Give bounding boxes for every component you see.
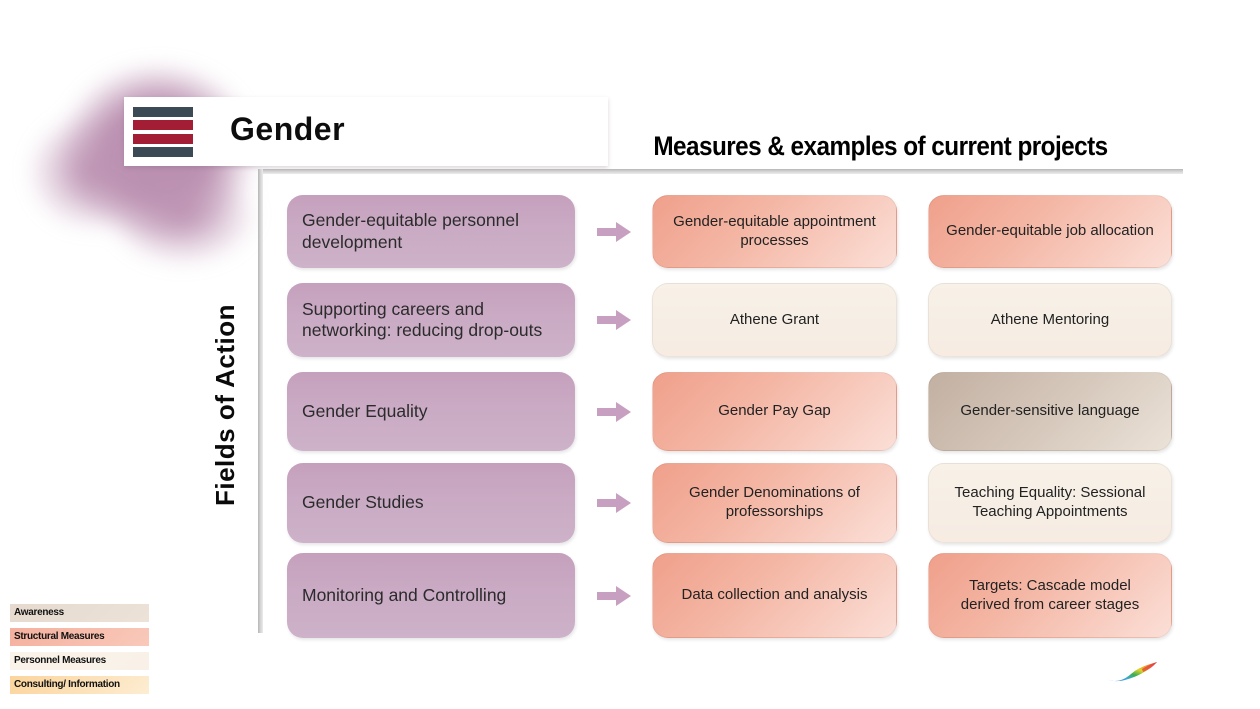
field-box: Gender Equality bbox=[287, 372, 575, 451]
logo-stripe bbox=[133, 146, 193, 157]
field-box: Gender-equitable personnel development bbox=[287, 195, 575, 268]
example-box: Gender-equitable job allocation bbox=[928, 195, 1172, 268]
diagram-row: Gender-equitable personnel development G… bbox=[287, 195, 1173, 268]
title-plate: Gender bbox=[124, 97, 608, 166]
arrow-cell bbox=[575, 283, 652, 357]
measure-text: Data collection and analysis bbox=[681, 586, 868, 604]
logo-stripe bbox=[133, 120, 193, 131]
page-title: Gender bbox=[230, 111, 346, 147]
arrow-right-icon bbox=[596, 493, 631, 513]
example-text: Gender-equitable job allocation bbox=[946, 222, 1154, 240]
arrow-cell bbox=[575, 372, 652, 451]
field-box: Monitoring and Controlling bbox=[287, 553, 575, 638]
measure-box: Data collection and analysis bbox=[652, 553, 897, 638]
legend-item-awareness: Awareness bbox=[10, 604, 149, 622]
example-box: Targets: Cascade model derived from care… bbox=[928, 553, 1172, 638]
measure-text: Athene Grant bbox=[729, 310, 820, 328]
example-text: Gender-sensitive language bbox=[960, 402, 1140, 420]
measure-box: Athene Grant bbox=[652, 283, 897, 357]
tu-darmstadt-stripes-logo bbox=[132, 105, 194, 159]
arrow-cell bbox=[575, 553, 652, 638]
example-box: Teaching Equality: Sessional Teaching Ap… bbox=[928, 463, 1172, 543]
arrow-right-icon bbox=[596, 310, 631, 330]
example-box: Athene Mentoring bbox=[928, 283, 1172, 357]
arrow-cell bbox=[575, 463, 652, 543]
arrow-right-icon bbox=[596, 585, 631, 606]
rainbow-swoosh-logo bbox=[1102, 656, 1160, 691]
arrow-right-icon bbox=[596, 221, 631, 242]
side-rule bbox=[258, 169, 263, 633]
slide-subtitle: Measures & examples of current projects bbox=[653, 131, 1108, 161]
logo-stripe bbox=[133, 107, 193, 117]
legend-item-consulting: Consulting/ Information bbox=[10, 676, 149, 694]
measure-text: Gender Denominations of professorships bbox=[689, 484, 860, 520]
legend: Awareness Structural Measures Personnel … bbox=[10, 604, 149, 700]
example-text: Targets: Cascade model derived from care… bbox=[960, 576, 1140, 613]
fields-of-action-label: Fields of Action bbox=[210, 303, 240, 507]
arrow-right-icon bbox=[596, 401, 631, 422]
example-text: Athene Mentoring bbox=[990, 310, 1110, 328]
decor-blob-shape bbox=[108, 162, 258, 267]
logo-stripe bbox=[133, 133, 193, 144]
measure-text: Gender Pay Gap bbox=[718, 402, 831, 420]
arrow-cell bbox=[575, 195, 652, 268]
diagram-row: Gender Studies Gender Denominations of p… bbox=[287, 463, 1173, 543]
header-rule bbox=[258, 169, 1183, 174]
legend-item-personnel: Personnel Measures bbox=[10, 652, 149, 670]
measure-box: Gender-equitable appointment processes bbox=[652, 195, 897, 268]
diagram-row: Monitoring and Controlling Data collecti… bbox=[287, 553, 1173, 638]
example-text: Teaching Equality: Sessional Teaching Ap… bbox=[954, 484, 1146, 520]
field-box: Gender Studies bbox=[287, 463, 575, 543]
example-box: Gender-sensitive language bbox=[928, 372, 1172, 451]
measure-box: Gender Denominations of professorships bbox=[652, 463, 897, 543]
legend-item-structural: Structural Measures bbox=[10, 628, 149, 646]
measure-text: Gender-equitable appointment processes bbox=[673, 212, 876, 249]
measure-box: Gender Pay Gap bbox=[652, 372, 897, 451]
field-box: Supporting careers and networking: reduc… bbox=[287, 283, 575, 357]
diagram-rows: Gender-equitable personnel development G… bbox=[287, 195, 1173, 638]
diagram-row: Supporting careers and networking: reduc… bbox=[287, 283, 1173, 357]
diagram-row: Gender Equality Gender Pay Gap Gender-se… bbox=[287, 372, 1173, 451]
